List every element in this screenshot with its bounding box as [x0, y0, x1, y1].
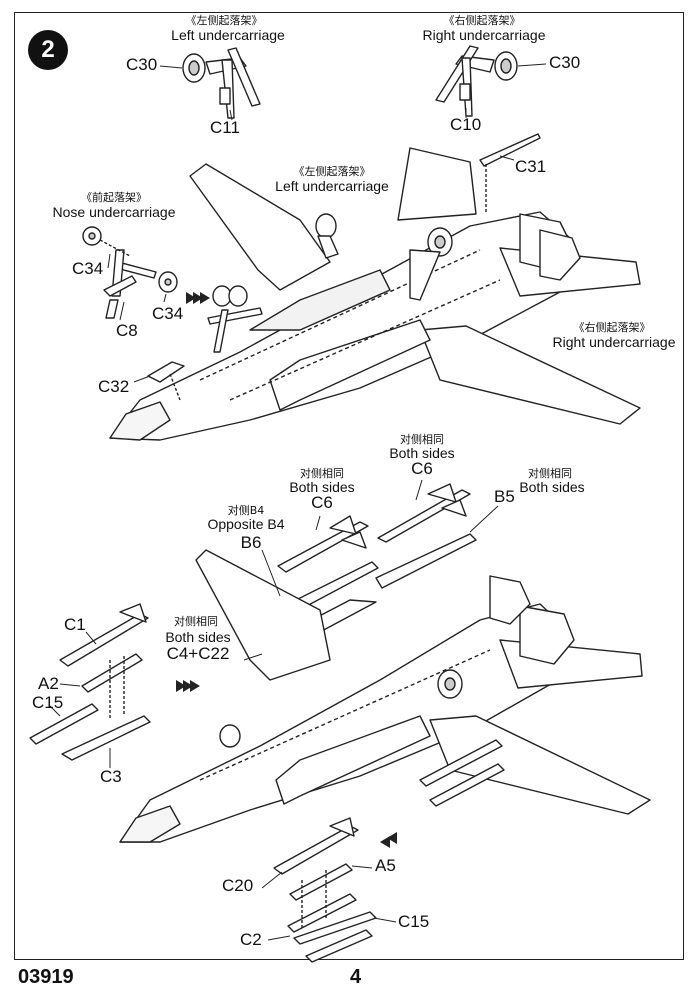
nose-undercarriage-cn: 《前起落架》: [81, 191, 147, 204]
b5-cn: 对侧相同: [528, 467, 572, 480]
right-undercarriage-en: Right undercarriage: [552, 334, 676, 350]
part-label-c2: C2: [240, 930, 262, 949]
left-undercarriage-detail-en: Left undercarriage: [171, 27, 285, 43]
part-label-c3: C3: [100, 767, 122, 786]
left-stack-drawing: [29, 603, 151, 761]
right-undercarriage-detail-cn: 《右侧起落架》: [443, 14, 521, 27]
nose-undercarriage-drawing: [82, 226, 178, 319]
part-label-c34-right: C34: [152, 304, 184, 323]
page-frame: [14, 12, 684, 960]
b5-en: Both sides: [519, 479, 585, 495]
part-label-c10: C10: [450, 115, 482, 134]
nose-undercarriage-en: Nose undercarriage: [52, 204, 176, 220]
part-label-c4-c22: C4+C22: [166, 644, 230, 663]
c4-c22-cn: 对侧相同: [174, 615, 218, 628]
part-label-c34-left: C34: [72, 259, 104, 278]
part-label-c30-right: C30: [549, 53, 581, 72]
b5-pylon-drawing: [375, 533, 477, 589]
b6-en: Opposite B4: [207, 516, 285, 532]
right-undercarriage-detail-en: Right undercarriage: [422, 27, 546, 43]
bottom-stack-drawing: [273, 817, 377, 963]
page-number: 4: [350, 966, 362, 988]
right-undercarriage-detail-drawing: [435, 45, 518, 117]
part-label-c8: C8: [116, 321, 138, 340]
left-undercarriage-cn: 《左侧起落架》: [293, 165, 371, 178]
part-label-c32: C32: [98, 377, 130, 396]
part-label-a2: A2: [38, 674, 59, 693]
part-label-c11: C11: [210, 118, 240, 137]
c32-part-drawing: [147, 361, 185, 401]
left-undercarriage-detail-cn: 《左侧起落架》: [185, 14, 263, 27]
c6-left-missile-drawing: [277, 515, 369, 573]
c6-left-en: Both sides: [289, 479, 355, 495]
left-direction-arrow: [176, 680, 200, 692]
part-label-c15-left: C15: [32, 693, 64, 712]
step-number-badge: 2: [28, 30, 68, 70]
c4-c22-en: Both sides: [165, 629, 231, 645]
part-label-a5: A5: [375, 856, 396, 875]
bottom-direction-arrow: [380, 832, 397, 848]
part-label-c6-right: C6: [411, 459, 433, 478]
part-label-c30-left: C30: [126, 55, 158, 74]
c6-left-cn: 对侧相同: [300, 467, 344, 480]
top-aircraft-drawing: [109, 147, 641, 441]
c6-right-en: Both sides: [389, 445, 455, 461]
part-label-b5: B5: [494, 487, 515, 506]
right-undercarriage-cn: 《右侧起落架》: [573, 321, 651, 334]
part-label-c6-left: C6: [311, 493, 333, 512]
left-undercarriage-detail-drawing: [182, 47, 261, 119]
part-label-b6: B6: [240, 533, 262, 552]
part-label-c20: C20: [222, 876, 254, 895]
b6-cn: 对侧B4: [227, 504, 265, 517]
top-direction-arrow: [186, 292, 210, 304]
c31-part-drawing: [479, 133, 541, 167]
leader-lines: [49, 63, 547, 941]
bottom-aircraft-drawing: [119, 549, 651, 843]
c6-right-missile-drawing: [377, 483, 471, 543]
part-label-c1: C1: [64, 615, 86, 634]
left-undercarriage-en: Left undercarriage: [275, 178, 389, 194]
right-wing-missile-drawing: [419, 739, 505, 807]
installed-undercarriage-drawing: [207, 213, 453, 353]
part-label-c31: C31: [515, 157, 547, 176]
part-label-c15-bottom: C15: [398, 912, 430, 931]
kit-number: 03919: [18, 966, 74, 988]
c6-right-cn: 对侧相同: [400, 433, 444, 446]
